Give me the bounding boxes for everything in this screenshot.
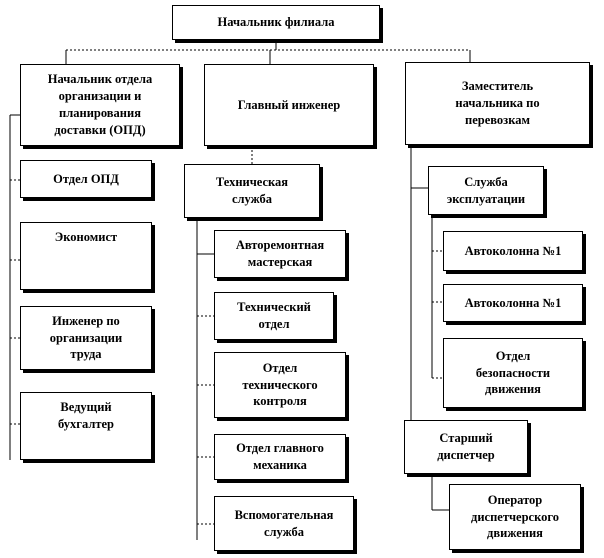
col3-item-1: Автоколонна №1 xyxy=(443,231,583,271)
col1-head-label: Начальник отдела организации и планирова… xyxy=(47,72,153,137)
col2-head-box: Главный инженер xyxy=(204,64,374,146)
col2-item-4-label: Отдел главного механика xyxy=(236,441,324,472)
col2-item-4: Отдел главного механика xyxy=(214,434,346,480)
col1-item-1: Отдел ОПД xyxy=(20,160,152,198)
operator-box: Оператор диспетчерского движения xyxy=(449,484,581,550)
col2-item-3-label: Отдел технического контроля xyxy=(242,360,318,409)
col3-item-2-label: Автоколонна №1 xyxy=(464,295,562,310)
col2-head-label: Главный инженер xyxy=(237,97,341,112)
col1-item-2-label: Экономист xyxy=(54,230,118,244)
col1-item-4-label: Ведущий бухгалтер xyxy=(58,400,114,431)
root-box: Начальник филиала xyxy=(172,5,380,40)
col3-head-box: Заместитель начальника по перевозкам xyxy=(405,62,590,145)
col2-item-5-label: Вспомогательная служба xyxy=(234,507,334,539)
operator-label: Оператор диспетчерского движения xyxy=(471,492,559,541)
col1-item-4: Ведущий бухгалтер xyxy=(20,392,152,460)
col1-item-2: Экономист xyxy=(20,222,152,290)
root-label: Начальник филиала xyxy=(217,15,335,30)
col1-item-3-label: Инженер по организации труда xyxy=(49,313,123,362)
col2-item-1: Авторемонтная мастерская xyxy=(214,230,346,278)
col2-service-box: Техническая служба xyxy=(184,164,320,218)
col3-item-3: Отдел безопасности движения xyxy=(443,338,583,408)
col2-item-2: Технический отдел xyxy=(214,292,334,340)
col2-service-label: Техническая служба xyxy=(215,175,289,206)
col2-item-3: Отдел технического контроля xyxy=(214,352,346,418)
col1-item-1-label: Отдел ОПД xyxy=(53,171,119,186)
col3-item-1-label: Автоколонна №1 xyxy=(464,243,562,258)
col3-item-3-label: Отдел безопасности движения xyxy=(475,348,551,397)
col2-item-1-label: Авторемонтная мастерская xyxy=(235,238,325,269)
col2-item-2-label: Технический отдел xyxy=(237,300,311,331)
col1-head-box: Начальник отдела организации и планирова… xyxy=(20,64,180,146)
col3-service-label: Служба эксплуатации xyxy=(446,174,526,206)
dispatcher-box: Старший диспетчер xyxy=(404,420,528,474)
dispatcher-label: Старший диспетчер xyxy=(437,431,495,462)
col1-item-3: Инженер по организации труда xyxy=(20,306,152,370)
col3-service-box: Служба эксплуатации xyxy=(428,166,544,215)
col3-head-label: Заместитель начальника по перевозкам xyxy=(455,79,540,127)
col3-item-2: Автоколонна №1 xyxy=(443,284,583,322)
col2-item-5: Вспомогательная служба xyxy=(214,496,354,551)
